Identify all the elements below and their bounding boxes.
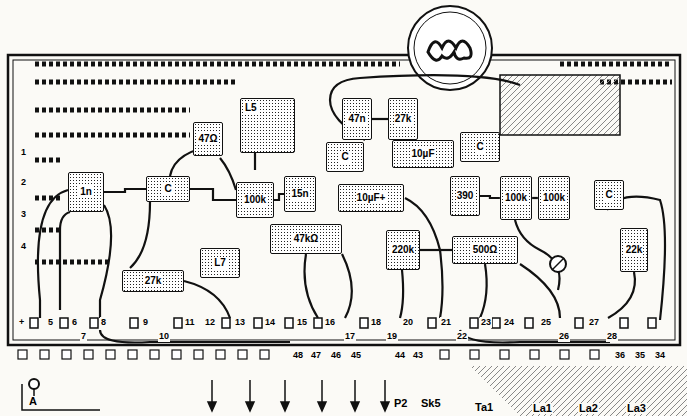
part-value: 10µF+: [356, 192, 387, 204]
part-value: 10µF: [411, 148, 436, 160]
component-box: 500Ω: [452, 236, 518, 264]
part-value: C: [340, 151, 349, 163]
pin-number: 13: [234, 317, 246, 328]
component-box: 47kΩ: [270, 224, 342, 254]
component-box: 27k: [388, 98, 418, 140]
part-value: C: [475, 141, 484, 153]
pin-number: 6: [71, 317, 78, 328]
component-box: 22k: [620, 228, 648, 272]
pin-number: 25: [540, 317, 552, 328]
pin-number: 3: [20, 209, 27, 220]
part-name: P2: [393, 398, 408, 409]
component-box: 27k: [122, 270, 184, 292]
pin-number: 10: [158, 331, 170, 342]
copper-track: [274, 194, 284, 200]
part-value: 27k: [144, 275, 163, 287]
pin-number: 14: [264, 317, 276, 328]
component-box: L5: [240, 98, 295, 153]
copper-track: [420, 249, 452, 251]
component-box: 47n: [342, 98, 372, 140]
part-name: Ta1: [474, 402, 494, 413]
pin-number: 46: [330, 350, 342, 361]
component-box: 10µF+: [338, 184, 404, 212]
component-box: C: [460, 132, 500, 162]
part-value: 47n: [347, 113, 366, 125]
part-value: C: [604, 189, 613, 201]
part-value: L5: [244, 102, 258, 114]
pin-number: 18: [370, 317, 382, 328]
pin-number: 5: [47, 317, 54, 328]
part-name: A: [28, 396, 38, 407]
pin-number: 4: [20, 241, 27, 252]
component-box: 390: [450, 176, 480, 216]
pin-number: 24: [503, 317, 515, 328]
part-value: 1n: [79, 186, 93, 198]
pin-number: 9: [142, 317, 149, 328]
pin-number: 45: [350, 350, 362, 361]
component-box: 220k: [386, 230, 420, 270]
pin-number: 7: [80, 331, 87, 342]
pin-number: 19: [386, 331, 398, 342]
part-value: 22k: [625, 244, 644, 256]
pin-number: 28: [606, 331, 618, 342]
component-box: 1n: [68, 172, 104, 212]
pin-number: 16: [324, 317, 336, 328]
pin-number: 36: [614, 350, 626, 361]
part-name: Sk5: [420, 398, 442, 409]
component-box: C: [594, 180, 624, 210]
part-value: C: [163, 183, 172, 195]
pin-number: 22: [456, 331, 468, 342]
part-value: 100k: [504, 192, 528, 204]
component-box: C: [326, 142, 364, 172]
part-value: 15n: [290, 188, 309, 200]
part-name: La2: [578, 403, 599, 414]
pin-number: 17: [344, 331, 356, 342]
component-box: 100k: [500, 176, 532, 220]
pin-number: 34: [654, 350, 666, 361]
pin-number: 2: [20, 177, 27, 188]
pin-number: 35: [634, 350, 646, 361]
part-value: 27k: [394, 113, 413, 125]
component-box: C: [146, 176, 190, 202]
pin-number: 12: [204, 317, 216, 328]
pin-number: 11: [184, 317, 196, 328]
part-value: 100k: [542, 192, 566, 204]
component-box: 100k: [236, 182, 274, 218]
pin-number: 23: [480, 317, 492, 328]
pin-number: 26: [558, 331, 570, 342]
part-name: La3: [626, 403, 647, 414]
component-box: 100k: [538, 176, 570, 220]
part-name: La1: [532, 403, 553, 414]
part-value: 47kΩ: [293, 233, 320, 245]
pin-number: 47: [310, 350, 322, 361]
component-box: 15n: [284, 176, 316, 212]
pin-number: 1: [20, 147, 27, 158]
part-value: L7: [213, 257, 227, 269]
copper-track: [190, 189, 236, 200]
copper-track: [372, 118, 388, 120]
copper-track: [480, 196, 500, 198]
copper-track: [104, 189, 146, 192]
pin-number: 21: [440, 317, 452, 328]
pin-number: +: [18, 317, 25, 328]
component-box: 10µF: [392, 140, 454, 168]
part-value: 100k: [243, 194, 267, 206]
pin-number: 43: [412, 350, 424, 361]
part-value: 220k: [391, 244, 415, 256]
pin-number: 15: [296, 317, 308, 328]
part-value: 390: [456, 190, 475, 202]
part-value: 47Ω: [197, 133, 218, 145]
component-box: 47Ω: [193, 122, 223, 156]
pin-number: 44: [394, 350, 406, 361]
pin-number: 27: [588, 317, 600, 328]
part-value: 500Ω: [472, 244, 499, 256]
pin-number: 48: [292, 350, 304, 361]
component-box: L7: [200, 248, 240, 278]
pin-number: 20: [402, 317, 414, 328]
pin-number: 8: [100, 317, 107, 328]
